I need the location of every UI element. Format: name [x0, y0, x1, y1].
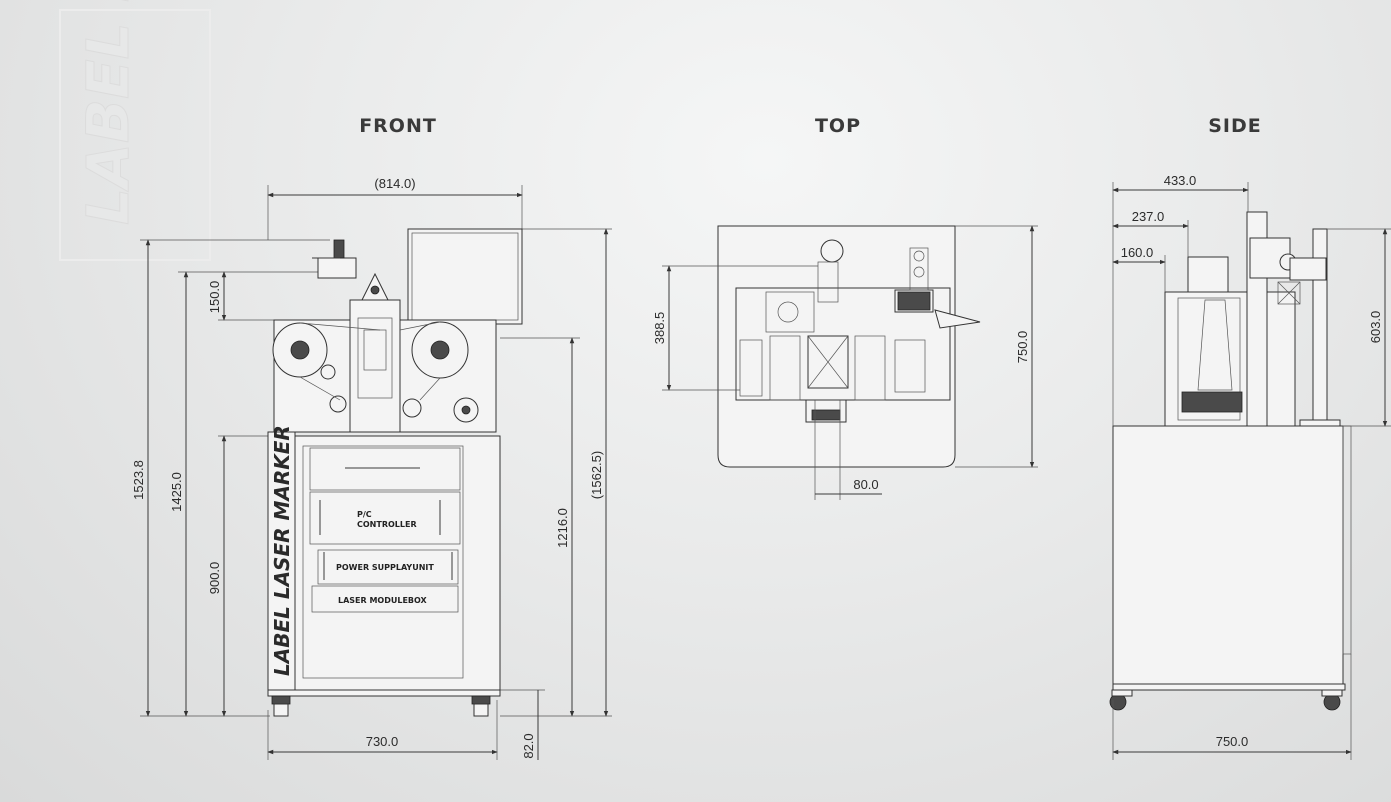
front-full-height-text: (1562.5) [589, 451, 604, 499]
front-machine: P/C CONTROLLER POWER SUPPLAYUNIT LASER M… [267, 228, 523, 717]
side-caster-right [1321, 689, 1343, 711]
front-mid-height-text: 1216.0 [555, 508, 570, 548]
top-left-offset-text: 388.5 [652, 312, 667, 345]
front-overall-width-text: (814.0) [374, 176, 415, 191]
side-view-title: SIDE [1208, 115, 1262, 137]
front-upper-height-text: 1425.0 [169, 472, 184, 512]
caster-left [271, 695, 291, 717]
side-caster-left [1109, 689, 1133, 711]
front-top-offset-text: 150.0 [207, 281, 222, 314]
front-view: (814.0) 730.0 1523.8 1425.0 900.0 150.0 [131, 176, 612, 760]
top-view-title: TOP [814, 115, 862, 137]
laser-module-label: LASER MODULEBOX [338, 596, 428, 605]
side-mid-depth-text: 237.0 [1132, 209, 1165, 224]
top-center-offset-text: 80.0 [853, 477, 878, 492]
monitor [407, 228, 523, 325]
side-inner-depth-text: 160.0 [1121, 245, 1154, 260]
pc-controller-label-2: CONTROLLER [357, 520, 417, 529]
top-view: 388.5 750.0 80.0 [652, 225, 1038, 500]
side-upper-height-text: 603.0 [1368, 311, 1383, 344]
side-view: 433.0 237.0 160.0 603.0 750.0 [1109, 173, 1391, 760]
power-supply-label: POWER SUPPLAYUNIT [336, 563, 434, 572]
top-depth-text: 750.0 [1015, 331, 1030, 364]
front-total-height-text: 1523.8 [131, 460, 146, 500]
caster-right [471, 695, 491, 717]
dim-front-left: 1523.8 1425.0 900.0 150.0 [131, 239, 330, 717]
background-watermark: LABEL L [59, 0, 211, 261]
front-caster-height-text: 82.0 [521, 733, 536, 758]
cabinet [294, 435, 501, 691]
side-cabinet [1112, 425, 1344, 689]
side-base-depth-text: 750.0 [1216, 734, 1249, 749]
pc-controller-label-1: P/C [357, 510, 372, 519]
side-overall-depth-text: 433.0 [1164, 173, 1197, 188]
front-view-title: FRONT [359, 115, 437, 137]
front-base-width-text: 730.0 [366, 734, 399, 749]
front-cabinet-height-text: 900.0 [207, 562, 222, 595]
dim-front-right: 1216.0 (1562.5) 82.0 [500, 228, 612, 760]
brand-label: LABEL LASER MARKER [270, 425, 294, 676]
dim-front-base-width: 730.0 [267, 700, 498, 760]
watermark-text: LABEL L [74, 0, 142, 225]
